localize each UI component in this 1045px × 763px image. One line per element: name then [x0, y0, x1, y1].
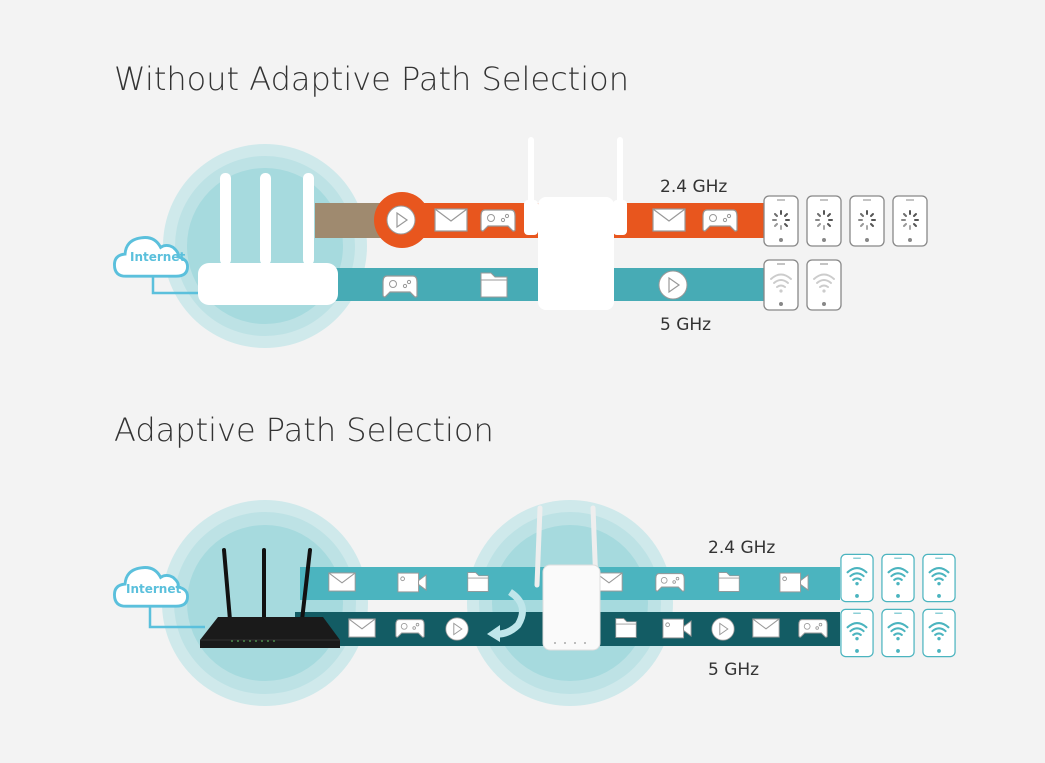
envelope-icon	[652, 208, 686, 232]
band-24-label: 2.4 GHz	[708, 538, 775, 558]
phone-wifi-icon	[881, 553, 915, 603]
band-5-label: 5 GHz	[708, 660, 759, 680]
internet-cloud: Internet	[112, 236, 190, 278]
path-switch-arrow-icon	[487, 589, 526, 642]
devices-5-weak	[763, 259, 842, 311]
internet-cloud: Internet	[112, 566, 190, 608]
internet-label: Internet	[130, 250, 185, 264]
extender-white	[534, 505, 601, 651]
play-icon	[711, 617, 735, 641]
phone-loading-icon	[806, 195, 842, 247]
band-5-label: 5 GHz	[660, 315, 711, 335]
folder-icon	[718, 572, 740, 592]
envelope-icon	[328, 572, 356, 592]
internet-label: Internet	[126, 582, 181, 596]
router-top	[198, 173, 338, 305]
phone-wifi-icon	[922, 553, 956, 603]
internet-cable	[148, 600, 205, 629]
folder-icon	[615, 618, 637, 638]
phone-wifi-icon	[922, 608, 956, 658]
devices-24-loading	[763, 195, 928, 247]
folder-icon	[467, 572, 489, 592]
play-icon	[386, 205, 416, 235]
envelope-icon	[348, 618, 376, 638]
phone-loading-icon	[892, 195, 928, 247]
phone-loading-icon	[849, 195, 885, 247]
extender-top	[524, 137, 627, 310]
band-24-label: 2.4 GHz	[660, 177, 727, 197]
devices-strong-wifi	[840, 553, 956, 658]
phone-wifi-icon	[840, 553, 874, 603]
phone-weak-wifi-icon	[763, 259, 799, 311]
play-icon	[658, 270, 688, 300]
section-title-without: Without Adaptive Path Selection	[114, 60, 629, 98]
phone-wifi-icon	[881, 608, 915, 658]
folder-icon	[480, 272, 508, 298]
phone-wifi-icon	[840, 608, 874, 658]
section-title-adaptive: Adaptive Path Selection	[114, 411, 494, 449]
play-icon	[445, 617, 469, 641]
router-black	[200, 548, 340, 648]
phone-weak-wifi-icon	[806, 259, 842, 311]
phone-loading-icon	[763, 195, 799, 247]
envelope-icon	[752, 618, 780, 638]
envelope-icon	[434, 208, 468, 232]
